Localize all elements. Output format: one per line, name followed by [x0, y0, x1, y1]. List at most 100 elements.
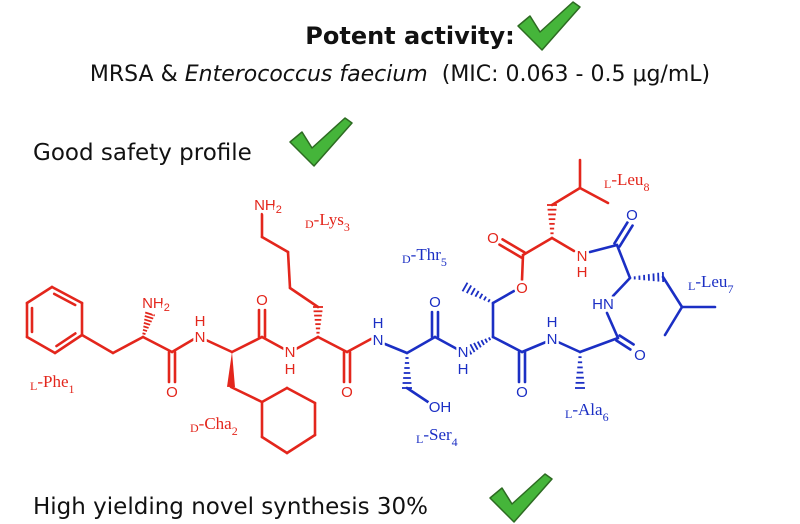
atom-symbol: H — [577, 264, 588, 281]
atom-label: HN — [592, 296, 614, 313]
hashed-bond — [143, 322, 151, 326]
single-bond — [520, 340, 548, 354]
residue-config: D — [305, 217, 314, 231]
atom-label: O — [341, 384, 353, 401]
atom-label: N — [373, 332, 384, 349]
wedge-bond — [227, 352, 235, 388]
residue-name: -Lys — [314, 210, 344, 229]
atom-label: O — [634, 347, 646, 364]
hashed-bond — [142, 328, 148, 332]
atom-label: H — [373, 315, 384, 332]
single-bond — [260, 235, 290, 254]
single-bond — [663, 305, 684, 337]
residue-label: L-Ala6 — [565, 400, 609, 424]
single-bond — [615, 243, 632, 280]
mic-range: (MIC: 0.063 - 0.5 μg/mL) — [441, 62, 711, 87]
hashed-bond — [488, 337, 492, 341]
single-bond — [578, 336, 620, 354]
atom-label: O — [516, 280, 528, 297]
atom-symbol: H — [285, 361, 296, 378]
hashed-bond — [487, 298, 491, 303]
atom-symbol: NH — [142, 295, 164, 312]
single-bond — [25, 285, 54, 305]
atom-label: OH — [429, 399, 452, 416]
hashed-bond — [144, 318, 152, 323]
residue-config: L — [30, 379, 37, 393]
single-bond — [288, 286, 320, 309]
atom-label: O — [626, 207, 638, 224]
atom-symbol: OH — [429, 399, 452, 416]
atom-symbol: O — [634, 347, 646, 364]
single-bond — [521, 236, 554, 257]
single-bond — [170, 337, 196, 354]
single-bond — [80, 333, 115, 355]
atom-label: N — [458, 344, 469, 361]
single-bond — [550, 236, 576, 253]
atom-symbol: O — [166, 384, 178, 401]
atom-label: H — [547, 314, 558, 331]
atom-symbol: O — [429, 294, 441, 311]
atom-subscript: 2 — [164, 302, 170, 314]
checkmark-icon — [489, 473, 553, 523]
single-bond — [294, 335, 320, 351]
atom-symbol: HN — [592, 296, 614, 313]
residue-label: L-Leu7 — [688, 272, 733, 296]
atom-label: O — [516, 384, 528, 401]
atom-subscript: 2 — [276, 204, 282, 216]
organism-name: Enterococcus faecium — [184, 62, 428, 87]
single-bond — [204, 338, 234, 354]
atom-label: O — [256, 292, 268, 309]
single-bond — [260, 435, 289, 455]
activity-prefix: MRSA & — [89, 62, 185, 87]
activity-details: MRSA & Enterococcus faecium (MIC: 0.063 … — [0, 62, 800, 87]
single-bond — [286, 250, 292, 290]
atom-symbol: NH — [254, 197, 276, 214]
single-bond — [229, 385, 264, 404]
hashed-bond — [465, 345, 473, 355]
residue-number: 7 — [727, 282, 733, 296]
single-bond — [405, 335, 437, 355]
atom-symbol: N — [373, 332, 384, 349]
checkmark-icon — [289, 117, 353, 167]
hashed-bond — [474, 290, 480, 298]
atom-label: H — [195, 313, 206, 330]
single-bond — [111, 335, 145, 355]
single-bond — [260, 335, 286, 351]
atom-label: O — [166, 384, 178, 401]
atom-symbol: O — [341, 384, 353, 401]
residue-config: D — [190, 421, 199, 435]
residue-number: 2 — [232, 424, 238, 438]
safety-profile-text: Good safety profile — [33, 140, 252, 166]
residue-label: L-Leu8 — [604, 170, 649, 194]
residue-config: L — [416, 432, 423, 446]
residue-label: L-Ser4 — [416, 425, 458, 449]
residue-name: -Leu — [611, 170, 644, 189]
double-bond — [52, 292, 77, 307]
residue-label: L-Phe1 — [30, 372, 75, 396]
residue-number: 3 — [344, 220, 350, 234]
atom-symbol: H — [547, 314, 558, 331]
atom-label: NH2 — [254, 197, 282, 217]
hashed-bond — [473, 342, 479, 351]
atom-symbol: O — [626, 207, 638, 224]
hashed-bond — [469, 343, 476, 353]
hashed-bond — [478, 293, 484, 299]
residue-label: D-Cha2 — [190, 414, 238, 438]
checkmark-icon — [517, 1, 581, 51]
atom-symbol: N — [458, 344, 469, 361]
hashed-bond — [143, 325, 149, 329]
double-bond — [618, 224, 634, 248]
residue-number: 1 — [69, 382, 75, 396]
double-bond — [50, 285, 84, 305]
single-bond — [605, 311, 620, 340]
atom-symbol: N — [285, 344, 296, 361]
residue-label: D-Thr5 — [402, 245, 447, 269]
atom-label: O — [487, 230, 499, 247]
residue-number: 8 — [643, 180, 649, 194]
atom-symbol: N — [547, 331, 558, 348]
atom-label: H — [458, 361, 469, 378]
residue-number: 4 — [452, 435, 458, 449]
double-bond — [53, 333, 84, 355]
hashed-bond — [483, 296, 487, 301]
single-bond — [588, 243, 619, 254]
